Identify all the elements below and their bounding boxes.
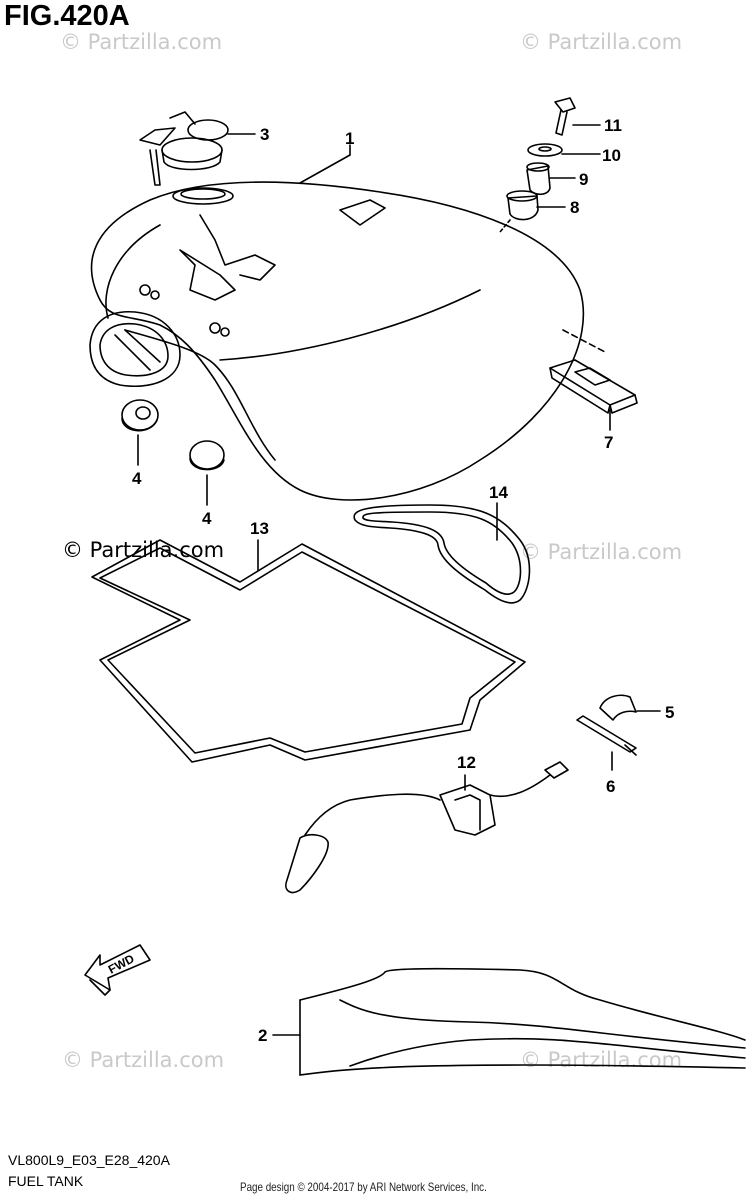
callout-8: 8 [570, 198, 579, 217]
callout-10: 10 [602, 146, 621, 165]
watermark: © Partzilla.com [60, 30, 223, 54]
figure-title: FIG.420A [4, 0, 130, 32]
callout-13: 13 [250, 519, 269, 538]
cover-part-2[interactable] [299, 967, 746, 1076]
callout-4a: 4 [132, 469, 142, 488]
forward-arrow-icon [84, 944, 151, 996]
watermark: © Partzilla.com [520, 1048, 683, 1072]
callout-6: 6 [606, 777, 615, 796]
bolt-part[interactable] [554, 97, 576, 136]
callout-5: 5 [665, 703, 674, 722]
pad-part-13[interactable] [91, 539, 526, 763]
cushion-block-part[interactable] [549, 359, 638, 414]
watermark: © Partzilla.com [520, 30, 683, 54]
callout-3: 3 [260, 125, 269, 144]
fuel-tank-part[interactable] [89, 181, 585, 501]
fuel-gauge-part[interactable] [285, 761, 569, 894]
callout-4b: 4 [202, 509, 212, 528]
diagram-code: VL800L9_E03_E28_420A [8, 1152, 170, 1168]
callout-14: 14 [489, 483, 508, 502]
callout-2: 2 [258, 1026, 267, 1045]
grommet-part-a[interactable] [121, 399, 159, 432]
seal-part-14[interactable] [353, 504, 531, 604]
watermark: © Partzilla.com [62, 1048, 225, 1072]
callout-9: 9 [579, 170, 588, 189]
callout-12: 12 [457, 753, 476, 772]
watermark: © Partzilla.com [520, 540, 683, 564]
cushion-part[interactable] [506, 190, 539, 221]
fuel-cap-part[interactable] [139, 111, 229, 186]
washer-part[interactable] [527, 143, 563, 157]
callout-11: 11 [604, 116, 622, 135]
tie-part-6[interactable] [576, 715, 637, 756]
callout-1: 1 [345, 129, 354, 148]
clamp-part-5[interactable] [599, 694, 637, 721]
page-credit: Page design © 2004-2017 by ARI Network S… [240, 1180, 487, 1194]
callout-7: 7 [604, 433, 613, 452]
collar-part[interactable] [526, 162, 551, 196]
grommet-part-b[interactable] [189, 440, 225, 471]
diagram-name: FUEL TANK [8, 1173, 84, 1189]
